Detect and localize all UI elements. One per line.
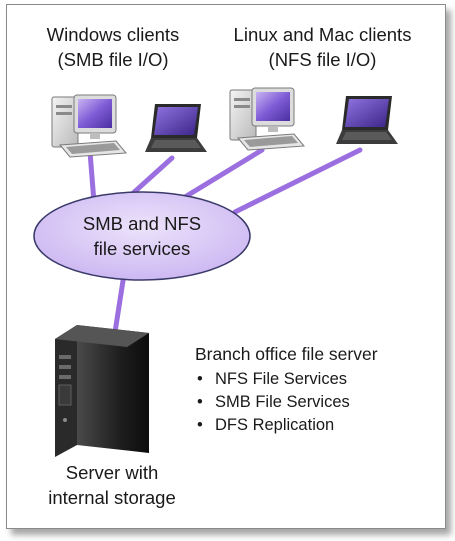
services-ellipse xyxy=(33,191,251,281)
link-unix-desktop xyxy=(177,147,265,203)
feature-list: • NFS File Services • SMB File Services … xyxy=(195,368,378,437)
feature-dfs: DFS Replication xyxy=(215,416,335,434)
services-label: SMB and NFS file services xyxy=(52,211,232,261)
unix-clients-label: Linux and Mac clients (NFS file I/O) xyxy=(210,22,435,72)
server-caption-line2: internal storage xyxy=(48,487,176,508)
bullet-icon: • xyxy=(197,416,203,434)
laptop-icon xyxy=(145,104,207,152)
list-item: • SMB File Services xyxy=(195,391,378,414)
unix-clients-title: Linux and Mac clients xyxy=(233,24,412,45)
tower-server-icon xyxy=(55,325,149,457)
list-item: • DFS Replication xyxy=(195,414,378,437)
services-label-line1: SMB and NFS xyxy=(82,213,202,234)
list-item: • NFS File Services xyxy=(195,368,378,391)
desktop-pc-icon xyxy=(229,87,306,151)
windows-clients-title: Windows clients xyxy=(46,24,180,45)
server-caption: Server with internal storage xyxy=(22,460,202,510)
windows-clients-label: Windows clients (SMB file I/O) xyxy=(28,22,198,72)
bullet-icon: • xyxy=(197,370,203,388)
unix-clients-protocol: (NFS file I/O) xyxy=(268,49,377,70)
windows-clients-protocol: (SMB file I/O) xyxy=(57,49,169,70)
feature-smb: SMB File Services xyxy=(215,393,350,411)
server-caption-line1: Server with xyxy=(65,462,159,483)
branch-office-title: Branch office file server xyxy=(195,344,378,364)
desktop-pc-icon xyxy=(51,94,128,158)
branch-office-info: Branch office file server • NFS File Ser… xyxy=(195,343,378,437)
services-label-line2: file services xyxy=(93,238,191,259)
laptop-icon xyxy=(336,96,398,144)
link-unix-laptop xyxy=(232,147,363,215)
bullet-icon: • xyxy=(197,393,203,411)
feature-nfs: NFS File Services xyxy=(215,370,348,388)
